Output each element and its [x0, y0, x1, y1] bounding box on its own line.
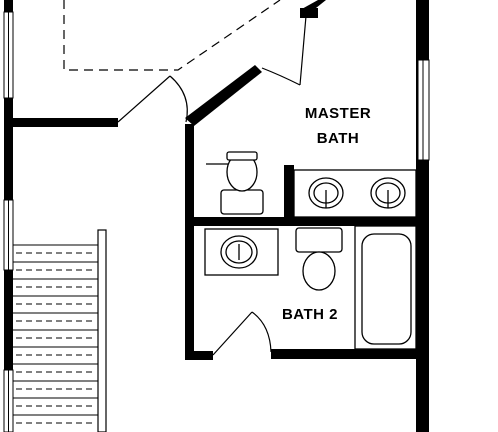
- hall-door-arc: [169, 75, 188, 123]
- stair-rail: [97, 229, 107, 432]
- bathtub: [354, 225, 417, 350]
- bath2-door-arc: [251, 311, 272, 353]
- double-sink-vanity: [293, 169, 417, 218]
- master-toilet: [206, 151, 264, 215]
- stair-treads: [13, 244, 98, 416]
- bath2-toilet: [295, 227, 343, 291]
- room-label-master-line2: BATH: [317, 130, 360, 147]
- hall-wall: [13, 118, 118, 127]
- hall-door-leaf: [117, 75, 171, 123]
- bath-divider-wall: [194, 217, 416, 226]
- bath2-bottom-wall-left: [185, 351, 213, 360]
- room-label-bath-2: BATH 2: [282, 306, 338, 323]
- room-label-master-line1: MASTER: [305, 105, 371, 122]
- bath2-sink: [204, 228, 279, 276]
- alcove-wall: [284, 165, 294, 217]
- stair-dashes: [16, 252, 96, 424]
- diagonal-wall: [185, 65, 262, 126]
- bath-left-wall: [185, 124, 194, 360]
- master-door-arc: [261, 67, 301, 86]
- bath2-bottom-wall-right: [271, 349, 416, 359]
- right-window: [417, 59, 430, 161]
- top-wall-block: [300, 8, 318, 18]
- stairs: [13, 229, 107, 432]
- dashed-ceiling-outline: [63, 0, 281, 71]
- master-door-leaf: [299, 15, 307, 86]
- bath2-door-leaf: [212, 311, 253, 356]
- left-windows: [3, 11, 14, 432]
- door-swings: [117, 15, 307, 356]
